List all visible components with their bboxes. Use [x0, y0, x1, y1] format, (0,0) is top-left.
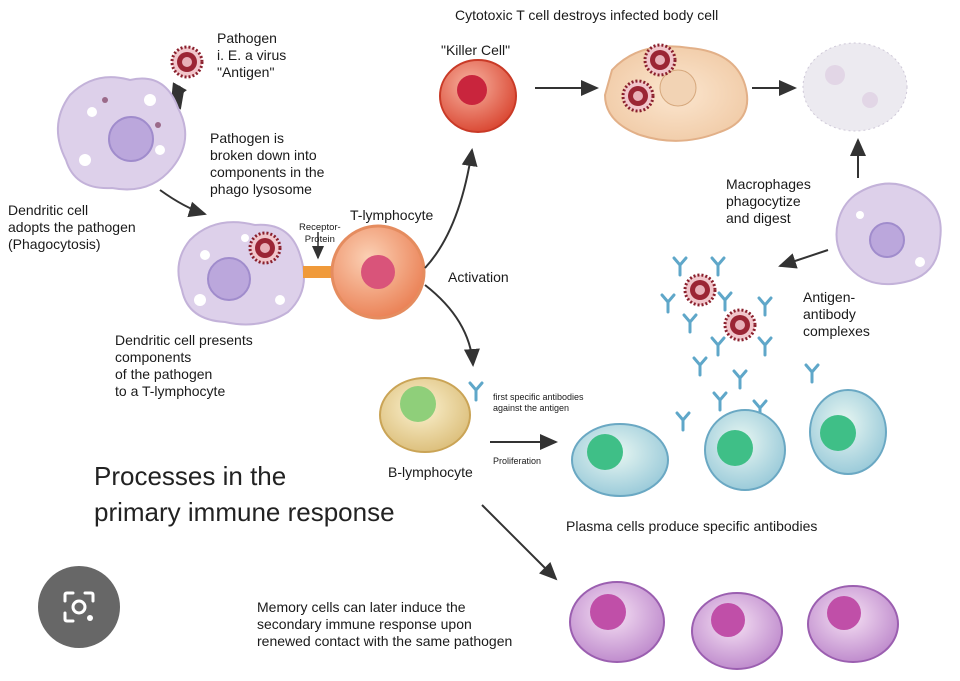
b-lymphocyte-label: B-lymphocyte [388, 464, 473, 480]
infected-body-cell [603, 43, 749, 142]
proliferation-label: Proliferation [493, 456, 542, 466]
macrophage-cell [835, 182, 942, 286]
dendritic-presents-label: Dendritic cell presents components of th… [115, 332, 253, 399]
t-lymphocyte-cell [330, 224, 426, 320]
diagram-title: Processes in the primary immune response [94, 461, 395, 527]
plasma-cells-label: Plasma cells produce specific antibodies [566, 518, 818, 534]
pathogen-virus-icon [167, 45, 204, 110]
plasma-cells [571, 389, 887, 497]
killer-cell-label: "Killer Cell" [441, 42, 511, 58]
killer-cell [439, 59, 517, 133]
b-lymphocyte-cell [379, 377, 484, 453]
image-search-icon[interactable] [38, 566, 120, 648]
first-antibodies-label: first specific antibodies against the an… [493, 392, 584, 413]
dendritic-cell-1 [56, 76, 187, 191]
memory-cells [569, 581, 899, 670]
t-lymphocyte-label: T-lymphocyte [350, 207, 434, 223]
macrophages-label: Macrophages phagocytize and digest [726, 176, 811, 226]
cytotoxic-label: Cytotoxic T cell destroys infected body … [455, 7, 719, 23]
pathogen-broken-label: Pathogen is broken down into components … [210, 130, 325, 197]
memory-cells-label: Memory cells can later induce the second… [257, 599, 513, 649]
receptor-protein-label: Receptor- Protein [299, 222, 341, 245]
pathogen-label: Pathogen i. E. a virus "Antigen" [217, 30, 287, 80]
activation-label: Activation [448, 269, 509, 285]
dendritic-cell-2 [177, 221, 333, 326]
dendritic-adopts-label: Dendritic cell adopts the pathogen (Phag… [8, 202, 136, 252]
antigen-antibody-complexes [660, 256, 820, 432]
destroyed-cell [802, 42, 908, 132]
antigen-antibody-label: Antigen- antibody complexes [803, 289, 870, 339]
